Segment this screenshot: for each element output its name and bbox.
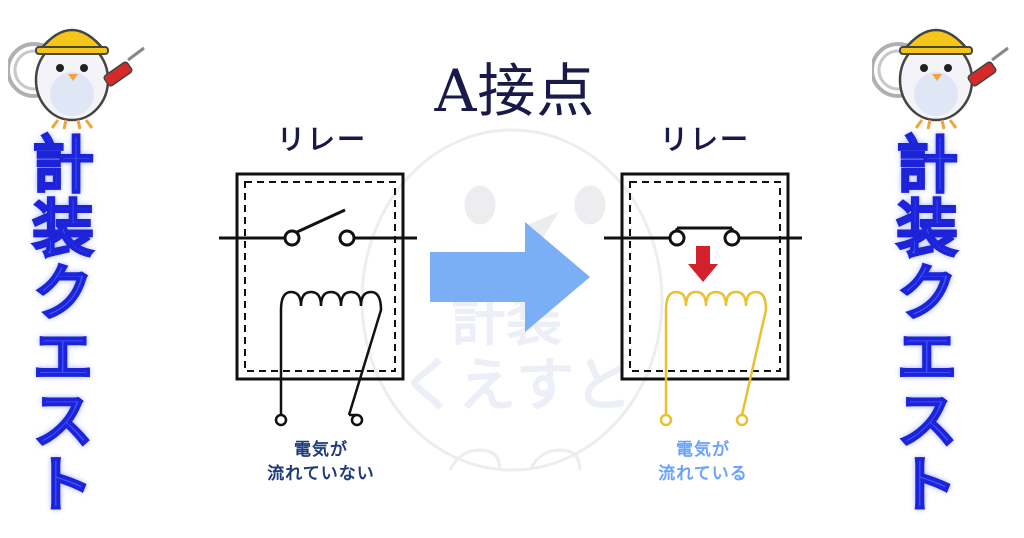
relay-outer-frame: [235, 172, 405, 381]
relay-diagram-open: [219, 172, 417, 427]
bird-mascot-icon: [8, 28, 145, 130]
screwdriver-icon: [103, 46, 145, 87]
contact-terminal-left: [283, 229, 301, 247]
coil-terminal-left: [659, 413, 673, 427]
relay-coil-energized: [664, 290, 768, 416]
contact-terminal-left: [668, 229, 686, 247]
coil-terminal-left: [274, 413, 288, 427]
bird-mascot-icon: [872, 28, 1009, 130]
left-state-line2: 流れていない: [267, 464, 375, 484]
relay-coil: [279, 290, 383, 416]
right-state-caption: 電気が 流れている: [608, 438, 798, 486]
relay-inner-dashed-frame: [244, 181, 396, 372]
coil-terminal-right: [350, 413, 364, 427]
contact-terminal-right: [338, 229, 356, 247]
screwdriver-icon: [967, 46, 1009, 87]
left-state-caption: 電気が 流れていない: [226, 438, 416, 486]
left-sidebar: 計装クエスト: [8, 0, 145, 538]
right-sidebar: 計装クエスト: [872, 0, 1009, 538]
relay-outer-frame: [620, 172, 790, 381]
right-state-line1: 電気が: [676, 440, 730, 460]
right-relay-label: リレー: [659, 123, 750, 156]
page-title: A接点: [434, 57, 596, 125]
force-arrow-icon: [688, 246, 718, 282]
side-title-right: 計装クエスト: [884, 131, 959, 517]
left-state-line1: 電気が: [294, 440, 348, 460]
relay-diagram-closed: [604, 172, 802, 427]
side-title-left: 計装クエスト: [20, 131, 95, 517]
watermark-line2: くえすと: [400, 351, 632, 419]
left-relay-label: リレー: [276, 123, 367, 156]
coil-terminal-right: [735, 413, 749, 427]
contact-blade-open: [296, 208, 346, 234]
transition-arrow-icon: [430, 222, 590, 332]
relay-inner-dashed-frame: [629, 181, 781, 372]
contact-terminal-right: [723, 229, 741, 247]
right-state-line2: 流れている: [658, 464, 748, 484]
